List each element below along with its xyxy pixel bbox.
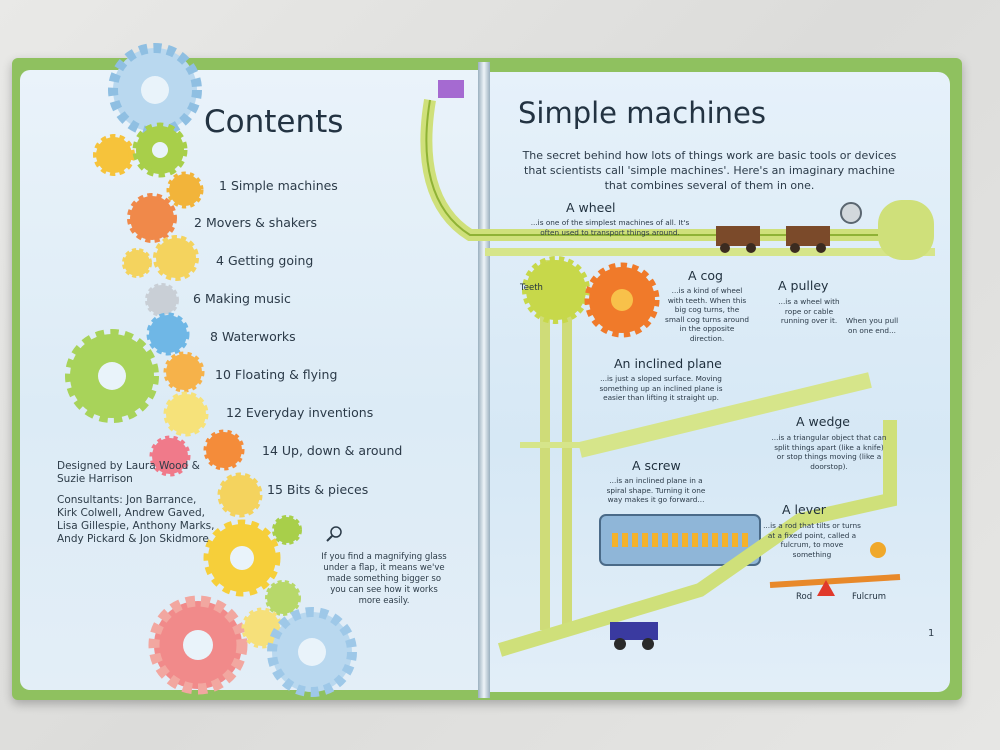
pulley-desc: ...is a wheel with rope or cable running… bbox=[778, 297, 840, 325]
toc-item[interactable]: 15 Bits & pieces bbox=[267, 482, 369, 497]
pulley-heading: A pulley bbox=[778, 278, 829, 293]
consultants: Consultants: Jon Barrance, Kirk Colwell,… bbox=[57, 494, 215, 545]
rod-label: Rod bbox=[796, 592, 813, 602]
designed-by: Designed by Laura Wood & Suzie Harrison bbox=[57, 460, 200, 485]
pull-note: When you pull on one end... bbox=[845, 316, 899, 335]
machine-illustration bbox=[420, 80, 935, 657]
inclined-plane-desc: ...is just a sloped surface. Moving some… bbox=[599, 374, 723, 402]
fulcrum-label: Fulcrum bbox=[852, 592, 887, 602]
magnifier-note: If you find a magnifying glass under a f… bbox=[321, 552, 447, 606]
toc-item[interactable]: 12 Everyday inventions bbox=[226, 405, 374, 420]
lever-heading: A lever bbox=[782, 502, 826, 517]
wheel-heading: A wheel bbox=[566, 200, 616, 215]
simple-machines-title: Simple machines bbox=[518, 96, 766, 130]
book-spine bbox=[478, 62, 490, 698]
gear-cluster bbox=[65, 43, 357, 697]
page-number: 1 bbox=[928, 628, 935, 639]
toc-item[interactable]: 6 Making music bbox=[193, 291, 291, 306]
intro-text: The secret behind how lots of things wor… bbox=[522, 149, 897, 192]
wedge-heading: A wedge bbox=[796, 414, 850, 429]
magnifying-glass-icon bbox=[326, 526, 342, 542]
lever-desc: ...is a rod that tilts or turns at a fix… bbox=[763, 521, 861, 559]
teeth-label: Teeth bbox=[520, 283, 543, 293]
cog-heading: A cog bbox=[688, 268, 723, 283]
cog-desc: ...is a kind of wheel with teeth. When t… bbox=[665, 286, 749, 343]
toc-item[interactable]: 1 Simple machines bbox=[219, 178, 338, 193]
screw-desc: ...is an inclined plane in a spiral shap… bbox=[606, 476, 706, 504]
screw-heading: A screw bbox=[632, 458, 681, 473]
toc-item[interactable]: 14 Up, down & around bbox=[262, 443, 403, 458]
toc-item[interactable]: 4 Getting going bbox=[216, 253, 314, 268]
credits: Designed by Laura Wood & Suzie Harrison … bbox=[57, 460, 217, 554]
wheel-desc: ...is one of the simplest machines of al… bbox=[530, 218, 690, 237]
contents-title: Contents bbox=[204, 104, 344, 140]
toc-item[interactable]: 2 Movers & shakers bbox=[194, 215, 318, 230]
toc-item[interactable]: 8 Waterworks bbox=[210, 329, 296, 344]
toc-item[interactable]: 10 Floating & flying bbox=[215, 367, 338, 382]
wedge-desc: ...is a triangular object that can split… bbox=[771, 433, 887, 471]
inclined-plane-heading: An inclined plane bbox=[614, 356, 722, 371]
